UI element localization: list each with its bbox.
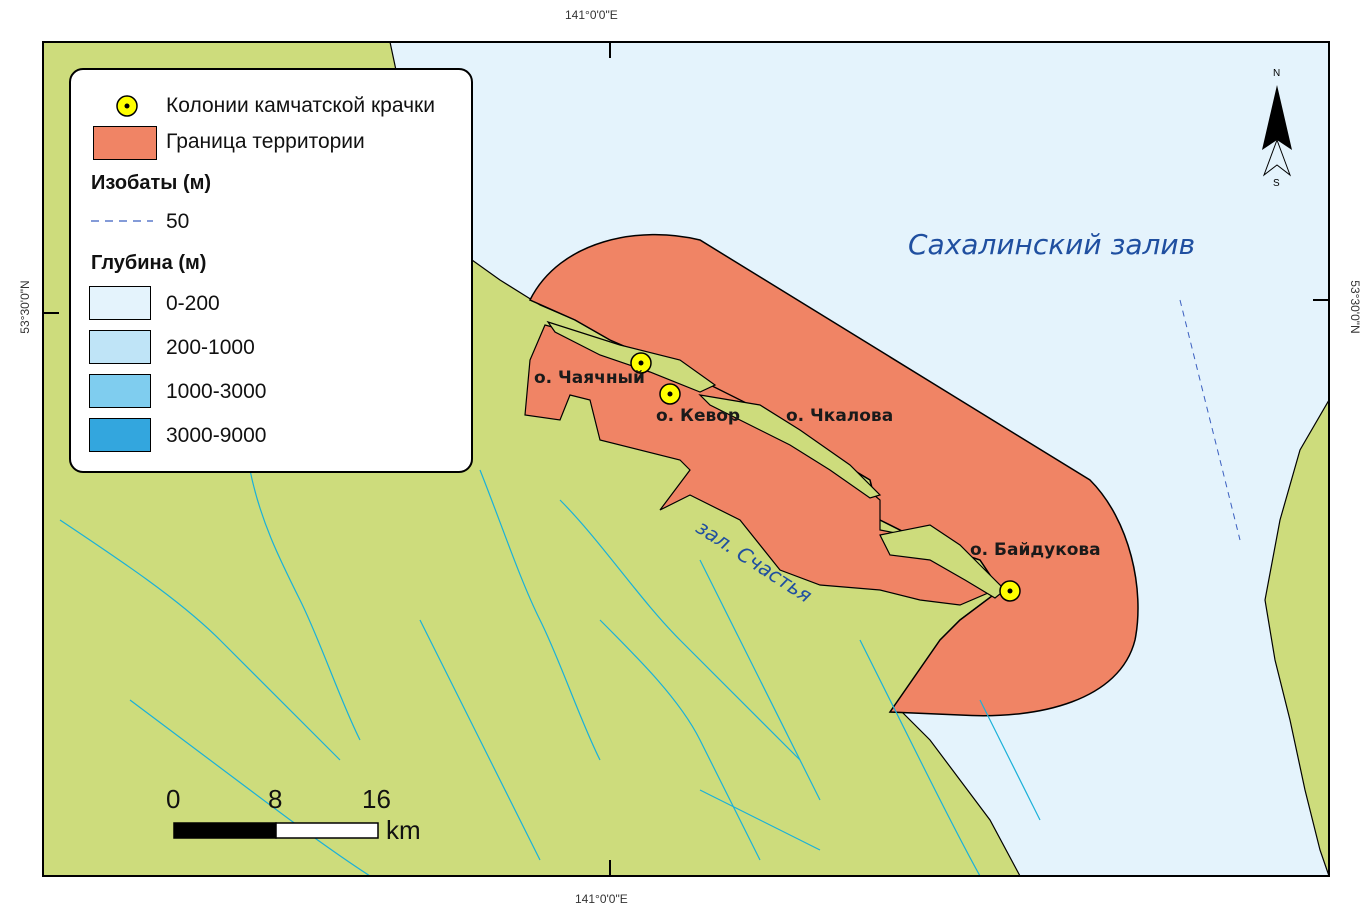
legend-depth-swatch-1 [89, 330, 151, 364]
scale-tick-16: 16 [362, 784, 391, 814]
rivers [59, 469, 1041, 876]
map-frame [42, 41, 1330, 877]
legend-boundary-label: Граница территории [166, 130, 365, 153]
legend-depth-label-3: 3000-9000 [166, 424, 267, 447]
coord-bottom: 141°0'0"E [575, 892, 628, 906]
map-legend: Колонии камчатской крачки Граница террит… [69, 68, 473, 473]
legend-depth-label-2: 1000-3000 [166, 380, 267, 403]
island-chayachny [546, 320, 717, 393]
legend-isobath-value: 50 [166, 210, 190, 233]
legend-depth-label-1: 200-1000 [166, 336, 255, 359]
legend-depth-heading: Глубина (м) [91, 252, 207, 274]
coord-top: 141°0'0"E [565, 8, 618, 22]
legend-depth-swatch-0 [89, 286, 151, 320]
bay-label: Сахалинский залив [908, 228, 1196, 261]
north-label: N [1273, 68, 1281, 79]
territory-boundary [528, 233, 1139, 717]
scale-tick-0: 0 [166, 784, 181, 814]
label-baydukova: о. Байдукова [970, 540, 1101, 560]
label-chayachny: о. Чаячный [534, 368, 645, 388]
isobath-legend-line [91, 220, 153, 222]
label-kevor: о. Кевор [656, 406, 741, 426]
legend-isobath-heading: Изобаты (м) [91, 172, 212, 194]
legend-depth-swatch-2 [89, 374, 151, 408]
island-chkalova [698, 394, 882, 499]
legend-depth-swatch-3 [89, 418, 151, 452]
north-arrow-icon [1262, 85, 1292, 177]
label-chkalova: о. Чкалова [786, 406, 894, 426]
legend-boundary-swatch [93, 126, 157, 160]
colony-legend-icon [116, 95, 138, 117]
isobath-50 [1179, 299, 1241, 541]
legend-colony-label: Колонии камчатской крачки [166, 94, 435, 117]
scale-tick-8: 8 [268, 784, 283, 814]
scale-unit: km [386, 815, 421, 845]
sakhalin-land [1264, 398, 1329, 876]
colony-markers [630, 352, 1021, 602]
legend-depth-label-0: 0-200 [166, 292, 220, 315]
south-label: S [1273, 178, 1280, 189]
scale-bar [173, 822, 379, 839]
